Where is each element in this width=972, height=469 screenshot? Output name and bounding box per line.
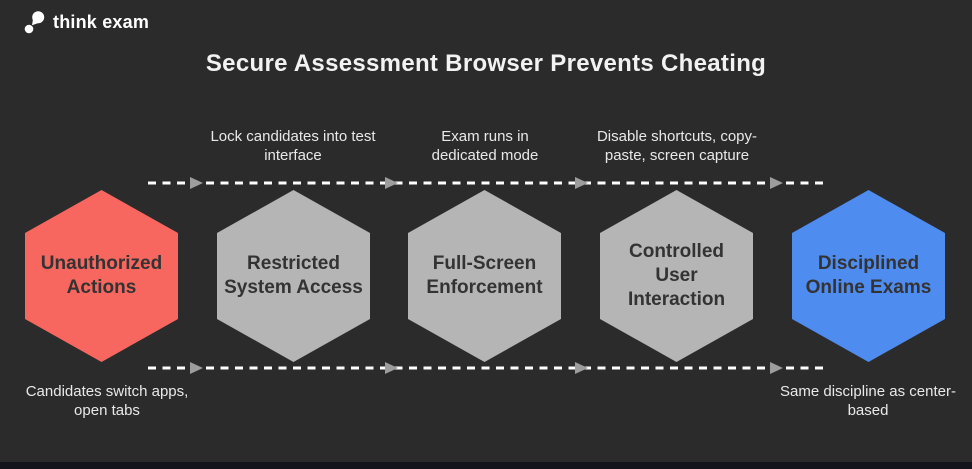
annotation-candidates-switch-apps: Candidates switch apps, open tabs: [25, 383, 189, 419]
hexagon-label: Full-Screen Enforcement: [426, 253, 543, 298]
flow-arrow-line-top: [148, 177, 824, 189]
hexagon-full-screen-enforcement: Full-Screen Enforcement: [408, 190, 561, 362]
annotation-same-discipline: Same discipline as center-based: [780, 383, 956, 419]
annotation-disable-shortcuts: Disable shortcuts, copy-paste, screen ca…: [596, 128, 758, 164]
hexagon-label: Restricted System Access: [224, 253, 363, 298]
hexagon-label: Controlled User Interaction: [627, 241, 726, 310]
hexagon-restricted-system-access: Restricted System Access: [217, 190, 370, 362]
hexagon-label: Unauthorized Actions: [40, 253, 163, 298]
think-exam-logo: think exam: [24, 9, 149, 35]
hexagon-controlled-user-interaction: Controlled User Interaction: [600, 190, 753, 362]
flow-arrow-line-bottom: [148, 362, 824, 374]
page-title: Secure Assessment Browser Prevents Cheat…: [205, 50, 767, 77]
logo-wordmark: think exam: [53, 11, 150, 32]
hexagon-label: Disciplined Online Exams: [805, 253, 932, 298]
annotation-dedicated-mode: Exam runs in dedicated mode: [431, 128, 539, 164]
hexagon-disciplined-online-exams: Disciplined Online Exams: [792, 190, 945, 362]
hexagon-unauthorized-actions: Unauthorized Actions: [25, 190, 178, 362]
annotation-lock-candidates: Lock candidates into test interface: [210, 128, 376, 164]
footer-bar: [0, 462, 972, 469]
think-exam-logo-icon: [24, 9, 46, 35]
